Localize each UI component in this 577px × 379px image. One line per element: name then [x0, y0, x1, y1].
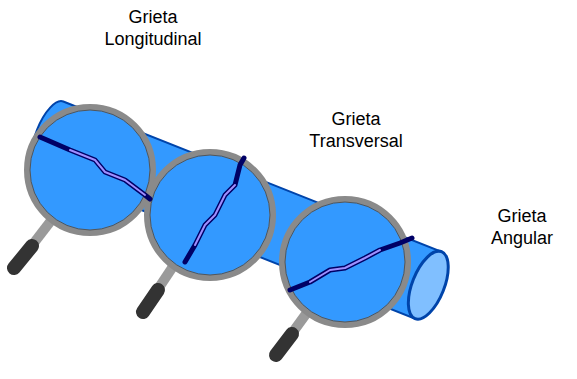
crack-label: Grieta Angular	[481, 205, 563, 249]
angular-crack	[290, 238, 412, 290]
longitudinal-crack-fill	[70, 150, 145, 195]
crack-label: Grieta Transversal	[300, 108, 412, 152]
pipe	[24, 96, 457, 324]
cracks	[40, 137, 412, 290]
lens-rim	[150, 155, 270, 275]
lens-rim	[30, 110, 150, 230]
handle-grip	[276, 334, 292, 355]
lens	[147, 152, 273, 278]
transversal-crack-fill	[195, 185, 235, 245]
lens	[282, 199, 408, 325]
lens	[27, 107, 153, 233]
transversal-crack	[185, 158, 244, 262]
longitudinal-crack	[40, 137, 150, 199]
handle-grip	[143, 290, 158, 312]
handle-grip	[14, 246, 32, 268]
crack-label: Grieta Longitudinal	[94, 6, 212, 50]
angular-crack-fill	[310, 250, 380, 282]
lens-rim	[285, 202, 405, 322]
